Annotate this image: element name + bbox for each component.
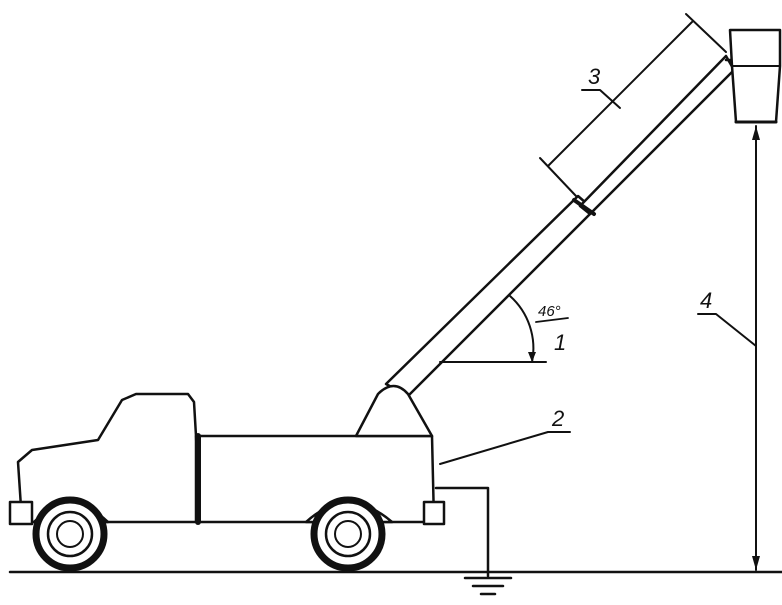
angle-indicator [439, 295, 569, 363]
angle-value-underline [535, 317, 569, 323]
boom-upper-section [578, 54, 736, 216]
boom-turret [354, 384, 434, 438]
rear-wheel [310, 496, 386, 572]
label-2: 2 [551, 406, 564, 431]
boom-joint [572, 198, 596, 216]
leader-2 [439, 431, 571, 465]
leader-3 [581, 89, 621, 109]
truck-bed [194, 434, 436, 524]
rear-bumper [422, 500, 446, 526]
bucket [724, 28, 782, 124]
boom-length-dimension [539, 13, 727, 197]
truck [8, 392, 446, 572]
label-4: 4 [700, 288, 712, 313]
label-3: 3 [588, 64, 601, 89]
truck-cab [16, 392, 202, 524]
label-1: 1 [554, 330, 566, 355]
angle-arrowhead [528, 352, 536, 362]
angle-value: 46° [538, 303, 561, 320]
front-bumper [8, 500, 34, 526]
height-dimension [697, 125, 760, 571]
leader-4 [697, 313, 757, 347]
boom-lower-section [384, 194, 596, 398]
front-wheel [32, 496, 108, 572]
earth-ground-symbol [434, 486, 513, 596]
